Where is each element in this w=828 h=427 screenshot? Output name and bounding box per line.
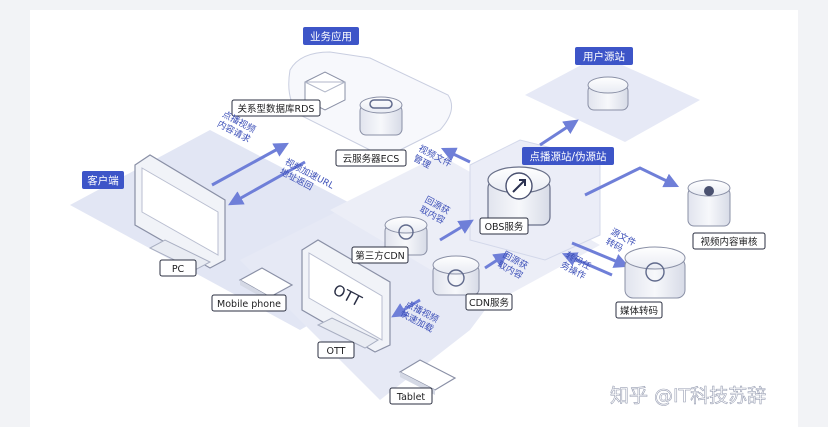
svg-text:OTT: OTT: [327, 346, 346, 357]
tag-user-origin: 用户源站: [575, 47, 633, 65]
arrow-business-to-pc: [228, 160, 306, 206]
svg-text:第三方CDN: 第三方CDN: [355, 250, 405, 262]
watermark: 知乎 @IT科技苏辞: [610, 385, 766, 407]
arrow-obs-to-user-origin: [539, 119, 579, 147]
arrow-third-cdn-to-obs: [439, 219, 474, 242]
arrow-cdn-to-ott: [391, 298, 421, 318]
arrow-transcode-to-obs: [561, 252, 613, 277]
label-mobile: Mobile phone: [211, 294, 287, 312]
label-cdn: CDN服务: [465, 293, 513, 311]
arrow-cdn-to-obs: [484, 252, 509, 270]
label-rds: 关系型数据库RDS: [231, 99, 321, 117]
label-media-transcode: 媒体转码: [615, 301, 663, 319]
tag-business-apps: 业务应用: [303, 27, 359, 45]
arrow-obs-to-ecs: [440, 147, 471, 164]
svg-text:媒体转码: 媒体转码: [620, 305, 658, 317]
media-transcode-icon: [624, 246, 686, 299]
flow-arrows: [211, 119, 680, 318]
label-third-cdn: 第三方CDN: [351, 246, 409, 264]
label-obs: OBS服务: [479, 217, 529, 235]
label-pc: PC: [159, 259, 197, 277]
svg-text:视频内容审核: 视频内容审核: [700, 236, 758, 248]
obs-icon: [487, 166, 551, 226]
svg-text:PC: PC: [172, 264, 185, 275]
cdn-icon: [432, 255, 480, 296]
svg-text:客户端: 客户端: [87, 174, 119, 187]
svg-text:Tablet: Tablet: [396, 392, 426, 403]
arrow-obs-to-transcode: [571, 241, 630, 268]
svg-text:云服务器ECS: 云服务器ECS: [343, 153, 400, 165]
content-review-icon: [687, 179, 731, 227]
tag-vod-origin: 点播源站/伪源站: [522, 147, 614, 165]
svg-text:点播源站/伪源站: 点播源站/伪源站: [529, 150, 607, 163]
svg-text:OBS服务: OBS服务: [485, 221, 524, 233]
arrow-pc-to-business: [211, 142, 289, 187]
svg-text:CDN服务: CDN服务: [469, 297, 510, 309]
label-tablet: Tablet: [389, 387, 433, 405]
label-content-review: 视频内容审核: [692, 232, 766, 250]
ecs-icon: [359, 96, 403, 136]
pc-monitor: [134, 154, 226, 271]
svg-text:Mobile phone: Mobile phone: [217, 299, 281, 310]
svg-text:用户源站: 用户源站: [583, 50, 625, 63]
ott-monitor: OTT: [301, 239, 391, 353]
svg-text:业务应用: 业务应用: [310, 30, 352, 43]
tag-client: 客户端: [82, 171, 124, 189]
svg-text:关系型数据库RDS: 关系型数据库RDS: [238, 103, 315, 115]
arrow-obs-to-review: [584, 166, 680, 197]
label-ecs: 云服务器ECS: [335, 149, 407, 167]
user-origin-icon: [587, 76, 629, 111]
label-ott: OTT: [317, 341, 355, 359]
